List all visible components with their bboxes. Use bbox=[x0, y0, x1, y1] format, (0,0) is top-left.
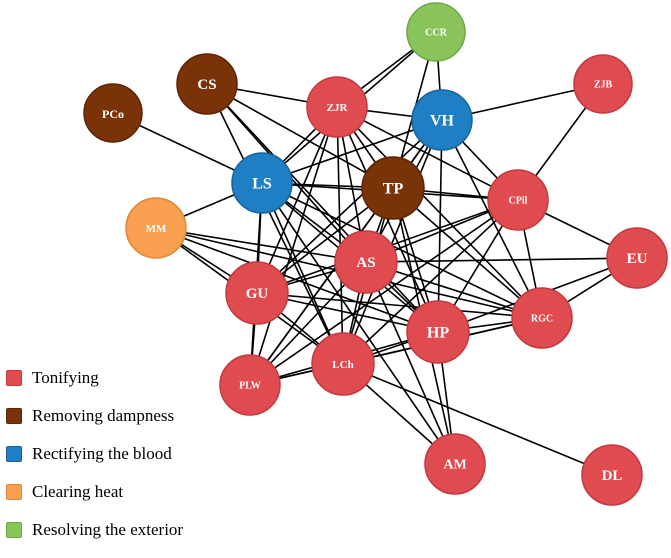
node-cs: CS bbox=[176, 53, 238, 115]
node-circle bbox=[573, 54, 633, 114]
node-label: DL bbox=[602, 468, 623, 484]
edge-vh-hp bbox=[437, 119, 443, 333]
node-am: AM bbox=[424, 433, 486, 495]
node-eu: EU bbox=[606, 227, 668, 289]
node-label: AM bbox=[443, 458, 466, 473]
node-circle bbox=[511, 287, 573, 349]
node-label: PLW bbox=[239, 381, 261, 392]
node-gu: GU bbox=[225, 261, 289, 325]
edge-cpil-plw bbox=[249, 199, 519, 386]
edge-vh-gu bbox=[256, 119, 443, 294]
node-lch: LCh bbox=[311, 332, 375, 396]
node-ccr: CCR bbox=[406, 2, 466, 62]
legend-label: Tonifying bbox=[32, 368, 99, 387]
node-circle bbox=[225, 261, 289, 325]
node-label: EU bbox=[627, 251, 648, 267]
legend-swatch bbox=[6, 408, 22, 424]
node-circle bbox=[606, 227, 668, 289]
edge-vh-lch bbox=[342, 119, 443, 365]
node-circle bbox=[176, 53, 238, 115]
node-circle bbox=[581, 444, 643, 506]
node-circle bbox=[311, 332, 375, 396]
node-circle bbox=[125, 197, 187, 259]
edge-zjr-cpil bbox=[336, 106, 519, 201]
edge-as-eu bbox=[365, 257, 638, 263]
edge-lch-dl bbox=[342, 363, 613, 476]
node-label: HP bbox=[427, 325, 449, 342]
legend-swatch bbox=[6, 370, 22, 386]
legend-swatch bbox=[6, 484, 22, 500]
legend-swatch bbox=[6, 446, 22, 462]
legend-item-tonifying: Tonifying bbox=[4, 368, 244, 406]
node-mm: MM bbox=[125, 197, 187, 259]
edge-cs-tp bbox=[206, 83, 394, 189]
node-tp: TP bbox=[361, 156, 425, 220]
node-as: AS bbox=[334, 230, 398, 294]
legend-swatch bbox=[6, 522, 22, 538]
node-circle bbox=[306, 76, 368, 138]
edge-cs-hp bbox=[206, 83, 439, 333]
edge-as-am bbox=[365, 261, 456, 465]
node-circle bbox=[424, 433, 486, 495]
node-ls: LS bbox=[231, 152, 293, 214]
node-rgc: RGC bbox=[511, 287, 573, 349]
node-label: CS bbox=[197, 77, 216, 93]
node-label: CPil bbox=[509, 196, 528, 207]
edge-ls-lch bbox=[261, 182, 344, 365]
node-cpil: CPil bbox=[487, 169, 549, 231]
node-label: ZJB bbox=[594, 80, 613, 91]
legend-item-dampness: Removing dampness bbox=[4, 406, 244, 444]
node-vh: VH bbox=[411, 89, 473, 151]
edge-tp-rgc bbox=[392, 187, 543, 319]
legend-label: Resolving the exterior bbox=[32, 520, 184, 539]
edge-gu-rgc bbox=[256, 292, 543, 319]
node-label: LS bbox=[252, 176, 272, 193]
node-label: AS bbox=[356, 255, 375, 271]
node-label: RGC bbox=[531, 314, 553, 325]
node-label: CCR bbox=[425, 28, 447, 39]
node-label: LCh bbox=[332, 359, 353, 371]
node-circle bbox=[334, 230, 398, 294]
edge-vh-rgc bbox=[441, 119, 543, 319]
legend-item-blood: Rectifying the blood bbox=[4, 444, 244, 482]
node-label: GU bbox=[246, 286, 269, 302]
node-label: PCo bbox=[102, 107, 124, 121]
node-circle bbox=[487, 169, 549, 231]
node-label: VH bbox=[430, 113, 455, 130]
node-label: ZJR bbox=[327, 102, 349, 114]
node-zjr: ZJR bbox=[306, 76, 368, 138]
node-label: MM bbox=[146, 223, 167, 235]
node-dl: DL bbox=[581, 444, 643, 506]
edge-tp-plw bbox=[249, 187, 394, 386]
legend-item-exterior: Resolving the exterior bbox=[4, 520, 244, 558]
node-plw: PLW bbox=[219, 354, 281, 416]
node-circle bbox=[406, 300, 470, 364]
edge-zjr-plw bbox=[249, 106, 338, 386]
node-zjb: ZJB bbox=[573, 54, 633, 114]
node-circle bbox=[231, 152, 293, 214]
legend-label: Rectifying the blood bbox=[32, 444, 172, 463]
node-circle bbox=[219, 354, 281, 416]
legend-label: Removing dampness bbox=[32, 406, 175, 425]
node-circle bbox=[411, 89, 473, 151]
node-pco: PCo bbox=[83, 83, 143, 143]
edge-mm-as bbox=[155, 227, 367, 263]
legend-item-heat: Clearing heat bbox=[4, 482, 244, 520]
node-circle bbox=[406, 2, 466, 62]
node-label: TP bbox=[383, 181, 404, 198]
edge-mm-hp bbox=[155, 227, 439, 333]
node-circle bbox=[361, 156, 425, 220]
edge-vh-ls bbox=[261, 119, 443, 184]
edge-cs-lch bbox=[206, 83, 344, 365]
edge-zjr-hp bbox=[336, 106, 439, 333]
edge-ls-am bbox=[261, 182, 456, 465]
node-circle bbox=[83, 83, 143, 143]
node-hp: HP bbox=[406, 300, 470, 364]
edge-ls-rgc bbox=[261, 182, 543, 319]
legend-label: Clearing heat bbox=[32, 482, 124, 501]
